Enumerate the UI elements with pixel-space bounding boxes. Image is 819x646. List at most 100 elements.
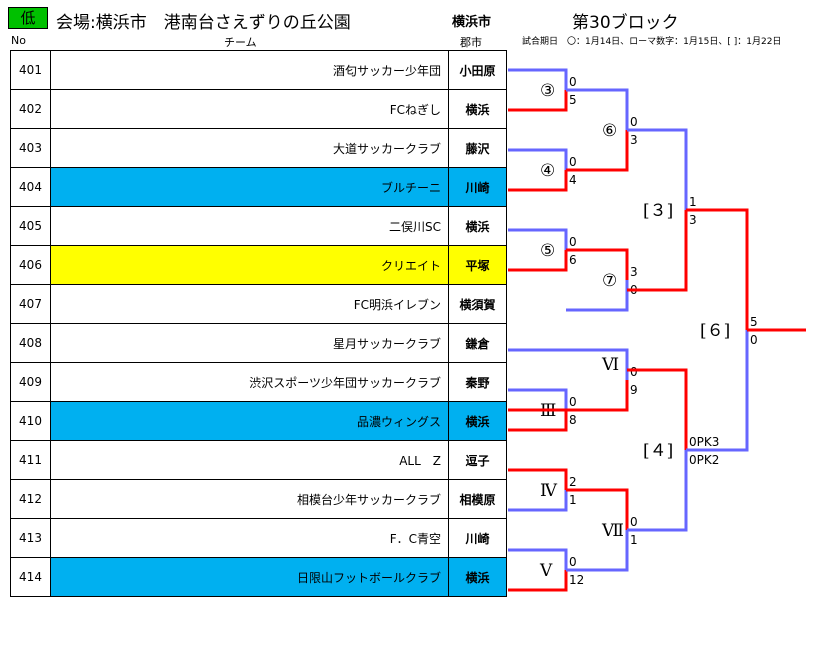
team-area: 小田原: [448, 50, 507, 90]
bracket-line: [508, 250, 568, 272]
team-number: 401: [10, 50, 51, 90]
score-bottom: 5: [569, 93, 577, 107]
score-top: 0PK3: [689, 435, 719, 449]
bracket-line: [508, 410, 568, 432]
team-number: 404: [10, 167, 51, 207]
venue-title: 会場:横浜市 港南台さえずりの丘公園: [56, 13, 351, 33]
match-label: ⑥: [602, 121, 617, 141]
bracket-line: [686, 208, 749, 330]
bracket-line: [508, 170, 568, 192]
bracket-line: [686, 330, 749, 452]
team-name: ブルチーニ: [50, 167, 449, 207]
match-label: [４]: [643, 441, 673, 461]
score-top: 0: [630, 365, 638, 379]
team-number: 408: [10, 323, 51, 363]
bracket-line: [566, 248, 629, 280]
score-bottom: 4: [569, 173, 577, 187]
team-area: 川崎: [448, 167, 507, 207]
column-header-area: 郡市: [460, 36, 482, 49]
score-top: 2: [569, 475, 577, 489]
match-label: Ⅵ: [601, 355, 619, 375]
match-label: Ⅶ: [601, 521, 624, 541]
match-label: Ⅳ: [540, 481, 558, 501]
bracket-line: [566, 530, 629, 572]
bracket-line: [566, 130, 629, 172]
score-top: 5: [750, 315, 758, 329]
team-area: 横浜: [448, 401, 507, 441]
bracket-line: [566, 488, 629, 530]
score-bottom: 0PK2: [689, 453, 719, 467]
score-bottom: 3: [689, 213, 697, 227]
score-bottom: 1: [569, 493, 577, 507]
team-name: 二俣川SC: [50, 206, 449, 246]
team-area: 鎌倉: [448, 323, 507, 363]
team-number: 405: [10, 206, 51, 246]
match-date-note: 試合期日 〇：1月14日、ローマ数字：1月15日、[ ]：1月22日: [522, 37, 782, 47]
bracket-line: [508, 90, 568, 112]
block-title: 第30ブロック: [572, 13, 679, 33]
match-label: ④: [540, 161, 555, 181]
team-area: 横浜: [448, 206, 507, 246]
team-name: 星月サッカークラブ: [50, 323, 449, 363]
team-area: 秦野: [448, 362, 507, 402]
bracket-line: [508, 548, 568, 570]
match-label: [６]: [700, 321, 730, 341]
score-bottom: 12: [569, 573, 584, 587]
score-top: 0: [569, 155, 577, 169]
score-bottom: 8: [569, 413, 577, 427]
team-area: 平塚: [448, 245, 507, 285]
team-name: クリエイト: [50, 245, 449, 285]
bracket-line: [508, 388, 568, 410]
bracket-line: [566, 88, 629, 130]
score-top: 0: [569, 75, 577, 89]
team-area: 相模原: [448, 479, 507, 519]
team-name: 品濃ウィングス: [50, 401, 449, 441]
match-label: ⑦: [602, 271, 617, 291]
score-top: 1: [689, 195, 697, 209]
team-number: 412: [10, 479, 51, 519]
match-label: ③: [540, 81, 555, 101]
score-bottom: 1: [630, 533, 638, 547]
bracket-line: [627, 368, 688, 450]
match-label: Ⅴ: [539, 561, 553, 581]
team-area: 横浜: [448, 557, 507, 597]
bracket-line: [508, 570, 568, 592]
team-name: 日限山フットボールクラブ: [50, 557, 449, 597]
column-header-no: No: [11, 34, 26, 47]
bracket-line: [627, 210, 688, 292]
bracket-line: [627, 128, 688, 210]
match-label: [３]: [643, 201, 673, 221]
score-bottom: 9: [630, 383, 638, 397]
score-top: 0: [569, 235, 577, 249]
bracket-line: [508, 380, 629, 412]
column-header-team: チーム: [224, 36, 257, 49]
bracket-line: [566, 280, 629, 312]
team-area: 川崎: [448, 518, 507, 558]
score-top: 0: [569, 395, 577, 409]
match-label: ⑤: [540, 241, 555, 261]
city-label: 横浜市: [452, 15, 492, 30]
bracket-line: [627, 450, 688, 532]
score-bottom: 0: [750, 333, 758, 347]
bracket-line: [508, 228, 568, 250]
team-number: 414: [10, 557, 51, 597]
bracket-line: [508, 68, 568, 90]
bracket-line: [508, 490, 568, 512]
team-number: 403: [10, 128, 51, 168]
team-number: 409: [10, 362, 51, 402]
team-name: 大道サッカークラブ: [50, 128, 449, 168]
bracket-line: [508, 468, 568, 490]
team-name: FCねぎし: [50, 89, 449, 129]
score-top: 0: [630, 515, 638, 529]
